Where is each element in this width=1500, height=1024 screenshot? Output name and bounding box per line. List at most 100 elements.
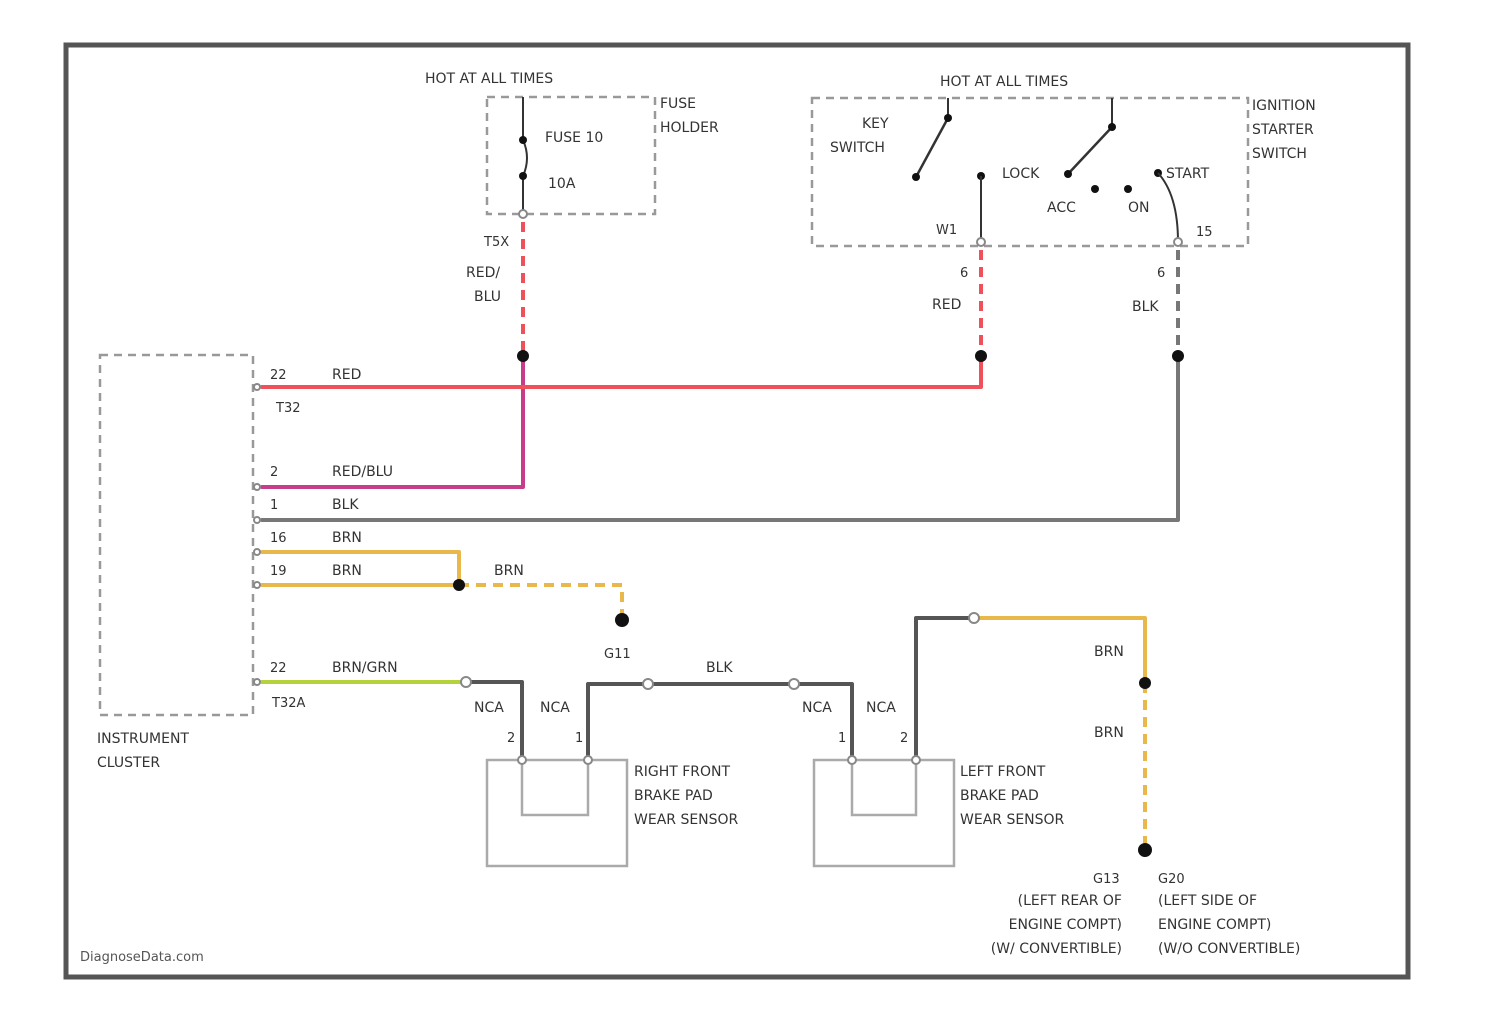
splice-brn-right bbox=[1139, 677, 1151, 689]
wire-red bbox=[262, 356, 981, 387]
wire-nca-left-2 bbox=[916, 618, 974, 760]
ignition-right-wire: BLK bbox=[1132, 299, 1159, 315]
cluster-pin-22: 22 bbox=[270, 368, 287, 383]
splice-blk bbox=[1172, 350, 1184, 362]
left-sensor-pin-left: 1 bbox=[838, 731, 846, 746]
right-front-sensor: 2 1 RIGHT FRONT BRAKE PAD WEAR SENSOR bbox=[487, 731, 739, 866]
fuse-amp-label: 10A bbox=[548, 176, 576, 192]
fuse-holder-outline bbox=[487, 97, 655, 214]
right-sensor-housing bbox=[487, 760, 627, 866]
cluster-pin-mark-1 bbox=[254, 384, 260, 390]
cluster-connector-t32: T32 bbox=[275, 401, 300, 416]
wire-label-blk-sensors: BLK bbox=[706, 660, 733, 676]
key-switch-label-1: KEY bbox=[862, 116, 889, 132]
fuse-holder: HOT AT ALL TIMES FUSE HOLDER FUSE 10 10A… bbox=[425, 71, 719, 305]
ignition-lock-contact bbox=[1064, 170, 1072, 178]
left-sensor-element bbox=[852, 760, 916, 815]
diagram-frame bbox=[66, 45, 1408, 977]
watermark: DiagnoseData.com bbox=[80, 950, 204, 965]
wire-blk bbox=[262, 356, 1178, 520]
ground-g20-desc-1: (LEFT SIDE OF bbox=[1158, 893, 1257, 909]
fuse-hot-label: HOT AT ALL TIMES bbox=[425, 71, 553, 87]
ignition-pivot bbox=[1108, 123, 1116, 131]
ignition-left-pin: W1 bbox=[936, 223, 957, 238]
cluster-wire-red-blu: RED/BLU bbox=[332, 464, 393, 480]
pos-acc: ACC bbox=[1047, 200, 1076, 216]
wire-brn-to-ground bbox=[459, 585, 622, 620]
ignition-name-2: STARTER bbox=[1252, 122, 1314, 138]
ignition-blade bbox=[1068, 127, 1112, 174]
fuse-holder-name-1: FUSE bbox=[660, 96, 696, 112]
instrument-cluster-name-2: CLUSTER bbox=[97, 755, 160, 771]
ground-g11-label: G11 bbox=[604, 647, 631, 662]
instrument-cluster-name-1: INSTRUMENT bbox=[97, 731, 189, 747]
ign-left-pin bbox=[977, 238, 985, 246]
key-switch-contact bbox=[912, 173, 920, 181]
fuse-label: FUSE 10 bbox=[545, 130, 603, 146]
ground-g20-id: G20 bbox=[1158, 872, 1185, 887]
fuse-terminal-pin bbox=[519, 210, 527, 218]
connector-pin-b bbox=[643, 679, 653, 689]
key-switch-label-2: SWITCH bbox=[830, 140, 885, 156]
fuse-contact-top bbox=[519, 136, 527, 144]
nca-label-2: NCA bbox=[540, 700, 570, 716]
ignition-name-1: IGNITION bbox=[1252, 98, 1316, 114]
ignition-left-terminal: 6 bbox=[960, 266, 968, 281]
key-switch-blade bbox=[916, 118, 948, 177]
pos-lock: LOCK bbox=[1002, 166, 1040, 182]
left-sensor-housing bbox=[814, 760, 954, 866]
cluster-pin-mark-6 bbox=[254, 679, 260, 685]
cluster-wire-brn-1: BRN bbox=[332, 530, 362, 546]
right-sensor-name-2: BRAKE PAD bbox=[634, 788, 713, 804]
acc-contact bbox=[1091, 185, 1099, 193]
right-sensor-element bbox=[522, 760, 588, 815]
cluster-pin-mark-5 bbox=[254, 582, 260, 588]
instrument-cluster: INSTRUMENT CLUSTER 22 T32 RED 2 RED/BLU … bbox=[97, 355, 398, 771]
pos-start: START bbox=[1166, 166, 1210, 182]
connector-pin-c bbox=[789, 679, 799, 689]
splice-red-blu bbox=[517, 350, 529, 362]
ground-g13-desc-3: (W/ CONVERTIBLE) bbox=[991, 941, 1122, 957]
connector-pin-a bbox=[461, 677, 471, 687]
fuse-holder-name-2: HOLDER bbox=[660, 120, 719, 136]
ignition-left-wire: RED bbox=[932, 297, 961, 313]
splice-red bbox=[975, 350, 987, 362]
left-sensor-pin-b bbox=[912, 756, 920, 764]
junctions bbox=[254, 210, 1184, 857]
left-sensor-pin-right: 2 bbox=[900, 731, 908, 746]
ground-g13-desc-1: (LEFT REAR OF bbox=[1018, 893, 1122, 909]
cluster-pin-16: 16 bbox=[270, 531, 287, 546]
cluster-wire-brn-2: BRN bbox=[332, 563, 362, 579]
left-sensor-name-2: BRAKE PAD bbox=[960, 788, 1039, 804]
ignition-right-pin: 15 bbox=[1196, 225, 1213, 240]
ignition-hot-label: HOT AT ALL TIMES bbox=[940, 74, 1068, 90]
connector-pin-d bbox=[969, 613, 979, 623]
cluster-pin-mark-3 bbox=[254, 517, 260, 523]
cluster-pin-2: 2 bbox=[270, 465, 278, 480]
ground-g20-desc-2: ENGINE COMPT) bbox=[1158, 917, 1271, 933]
nca-label-4: NCA bbox=[866, 700, 896, 716]
fuse-contact-bottom bbox=[519, 172, 527, 180]
cluster-pin-22b: 22 bbox=[270, 661, 287, 676]
wire-nca-right-1 bbox=[466, 682, 522, 760]
nca-label-3: NCA bbox=[802, 700, 832, 716]
ignition-right-terminal: 6 bbox=[1157, 266, 1165, 281]
ign-right-pin bbox=[1174, 238, 1182, 246]
splice-brn bbox=[453, 579, 465, 591]
left-sensor-name-3: WEAR SENSOR bbox=[960, 812, 1065, 828]
on-contact bbox=[1124, 185, 1132, 193]
wire-label-brn-right-1: BRN bbox=[1094, 644, 1124, 660]
ground-g13-desc-2: ENGINE COMPT) bbox=[1009, 917, 1122, 933]
ground-g11-dot bbox=[615, 613, 629, 627]
right-sensor-pin-left: 2 bbox=[507, 731, 515, 746]
fuse-wire-color-1: RED/ bbox=[466, 265, 500, 281]
fuse-wire-color-2: BLU bbox=[474, 289, 501, 305]
wire-label-brn-right-2: BRN bbox=[1094, 725, 1124, 741]
pos-on: ON bbox=[1128, 200, 1150, 216]
wires bbox=[262, 222, 1178, 850]
right-sensor-pin-right: 1 bbox=[575, 731, 583, 746]
cluster-pin-1: 1 bbox=[270, 498, 278, 513]
ignition-name-3: SWITCH bbox=[1252, 146, 1307, 162]
nca-label-1: NCA bbox=[474, 700, 504, 716]
ground-g13-dot bbox=[1138, 843, 1152, 857]
